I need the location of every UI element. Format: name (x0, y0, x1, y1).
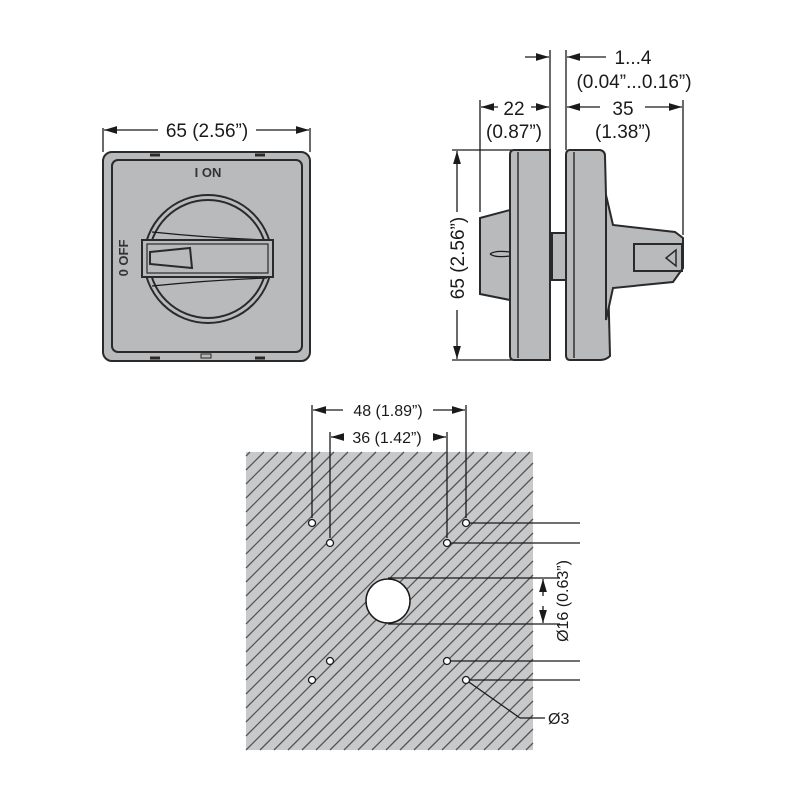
inner-hole-spacing: 36 (1.42”) (352, 430, 421, 447)
gap-dimension-in: (0.04”...0.16”) (576, 72, 691, 93)
hatch-line (245, 451, 321, 527)
hatch-line (273, 490, 534, 751)
hatch-line (329, 546, 534, 751)
hatch-line (413, 630, 534, 751)
hatch-line (287, 504, 534, 751)
hatch-line (245, 451, 363, 569)
hatch-line (245, 451, 447, 653)
hatch-line (245, 451, 489, 695)
hatch-line (301, 518, 534, 751)
on-label: I ON (195, 165, 222, 180)
side-view: 1...4 (0.04”...0.16”) 22 (0.87”) 35 (1.3… (448, 48, 692, 361)
hatch-line (245, 451, 251, 457)
small-hole-diameter: Ø3 (548, 711, 569, 728)
front-plate (565, 149, 612, 361)
rear-boss (479, 208, 511, 302)
hatch-line (245, 451, 391, 597)
hatch-line (245, 451, 307, 513)
hatch-line (483, 700, 534, 751)
knob-handle-inner (146, 243, 269, 274)
hatch-line (371, 588, 534, 751)
front-view: 65 (2.56”) I ON 0 OFF (102, 121, 311, 362)
hatch-line (245, 451, 461, 667)
hatch-line (245, 451, 293, 499)
hatch-line (245, 451, 433, 639)
frame-notch (200, 353, 212, 359)
hatch-line (441, 658, 534, 751)
hatch-line (245, 451, 377, 583)
gap-dimension-mm: 1...4 (615, 48, 652, 69)
hatch-line (245, 451, 279, 485)
frame-tabs (150, 153, 265, 360)
hatch-line (385, 602, 534, 751)
handle-dimension-mm: 35 (612, 99, 633, 120)
center-hole (365, 578, 411, 624)
hatch-line (245, 451, 335, 541)
hatch-line (455, 672, 534, 751)
hatch-line (511, 728, 534, 751)
outer-hole-spacing: 48 (1.89”) (353, 403, 422, 420)
depth-dimension-in: (0.87”) (486, 122, 542, 143)
hatch-line (315, 532, 534, 751)
hatch-line (245, 451, 265, 471)
hatch-line (245, 451, 475, 681)
pointer-icon (149, 246, 194, 270)
hatch-line (427, 644, 534, 751)
hatch-line (525, 742, 534, 751)
hatch-line (245, 451, 503, 709)
rear-plate (509, 149, 551, 361)
hatch-line (497, 714, 534, 751)
switch-face (111, 159, 303, 353)
hatch-line (245, 451, 405, 611)
hatch-line (245, 451, 349, 555)
center-hole-diameter: Ø16 (0.63”) (555, 560, 572, 642)
hatch-line (245, 451, 419, 625)
knob-handle[interactable] (141, 239, 274, 278)
hatch-line (343, 560, 534, 751)
height-dimension: 65 (2.56”) (448, 217, 469, 299)
shaft (551, 232, 567, 281)
hatch-line (469, 686, 534, 751)
pointer-icon (664, 248, 677, 268)
width-dimension: 65 (2.56”) (166, 121, 248, 142)
handle-side (605, 194, 684, 321)
handle-grip (633, 243, 683, 272)
handle-dimension-in: (1.38”) (595, 122, 651, 143)
hatching (245, 451, 534, 751)
off-label: 0 OFF (116, 240, 131, 277)
depth-dimension-mm: 22 (503, 99, 524, 120)
drilling-template: 48 (1.89”) 36 (1.42”) Ø16 (0.63”) Ø3 (245, 403, 580, 751)
mounting-holes (307, 518, 471, 685)
